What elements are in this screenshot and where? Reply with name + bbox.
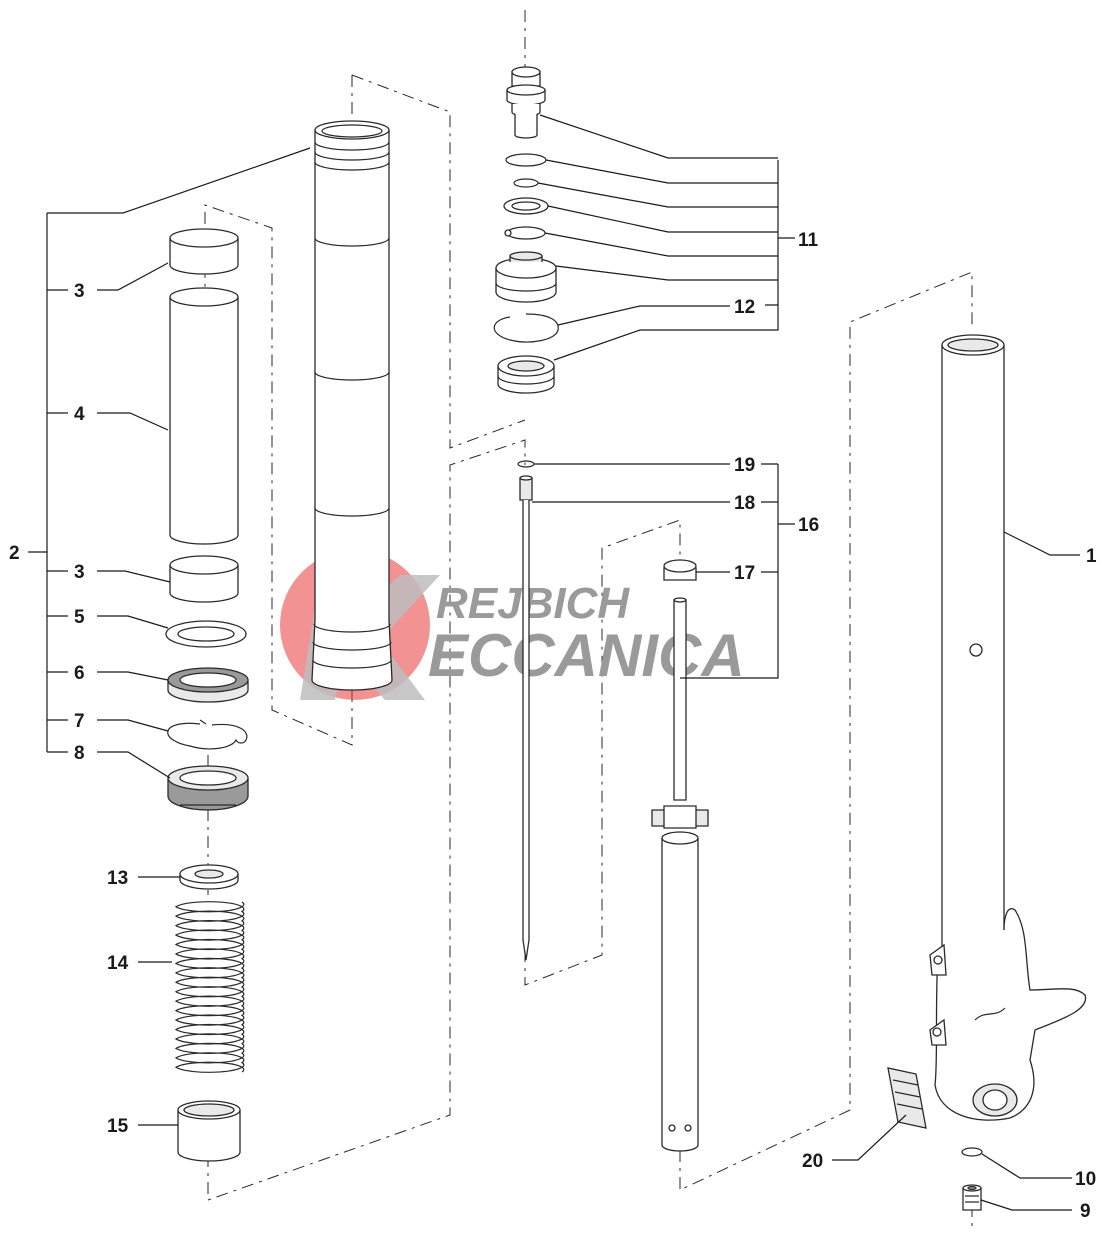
callout-6: 6 — [74, 663, 85, 684]
part-2-stanchion — [311, 120, 393, 691]
part-17-nut — [663, 559, 697, 581]
callout-19: 19 — [734, 455, 755, 476]
callout-9: 9 — [1080, 1201, 1091, 1222]
callout-13: 13 — [107, 868, 128, 889]
part-3-lower-bushing — [169, 555, 239, 603]
part-20-label — [887, 1067, 927, 1129]
part-13-spring-washer — [179, 864, 239, 890]
callout-3-upper: 3 — [74, 281, 85, 302]
part-10-washer — [961, 1147, 983, 1157]
callout-16: 16 — [798, 515, 819, 536]
part-14-spring — [174, 901, 245, 1073]
part-15-spacer — [177, 1100, 241, 1162]
part-5-washer — [165, 620, 247, 648]
part-7-circlip — [167, 719, 248, 750]
callout-8: 8 — [74, 743, 85, 764]
watermark-line1: REJBICH — [436, 579, 630, 628]
part-11-top-cap-bolt — [506, 66, 546, 139]
part-3-upper-bushing — [169, 228, 239, 275]
callout-4: 4 — [74, 404, 85, 425]
part-19-o-ring — [517, 460, 535, 468]
part-1-outer-tube — [929, 334, 1087, 1121]
callout-17: 17 — [734, 563, 755, 584]
callout-3-lower: 3 — [74, 562, 85, 583]
callout-15: 15 — [107, 1116, 129, 1137]
part-4-tube — [169, 287, 239, 545]
callout-14: 14 — [107, 953, 129, 974]
callout-labels: 1 2 3 4 3 5 6 7 8 13 14 15 11 12 19 18 1… — [9, 230, 1097, 1222]
part-8-dust-seal — [167, 765, 249, 811]
callout-18: 18 — [734, 493, 755, 514]
part-18-needle-rod — [519, 475, 533, 961]
part-9-screw — [962, 1184, 982, 1211]
callout-20: 20 — [802, 1151, 823, 1172]
part-11-o-rings — [503, 153, 549, 240]
callout-1: 1 — [1086, 546, 1097, 567]
callout-10: 10 — [1075, 1169, 1096, 1190]
callout-5: 5 — [74, 607, 85, 628]
part-6-oil-seal — [167, 667, 249, 703]
callout-7: 7 — [74, 711, 85, 732]
callout-12: 12 — [734, 297, 755, 318]
callout-2: 2 — [9, 543, 20, 564]
leader-lines — [28, 114, 1080, 1211]
callout-11: 11 — [798, 230, 819, 251]
part-16-cartridge — [651, 597, 709, 1152]
part-11-cap-body — [495, 251, 557, 303]
part-12-snap-ring — [493, 313, 559, 343]
part-12-ring-nut — [497, 355, 555, 394]
watermark-line2: ECCANICA — [428, 622, 745, 689]
